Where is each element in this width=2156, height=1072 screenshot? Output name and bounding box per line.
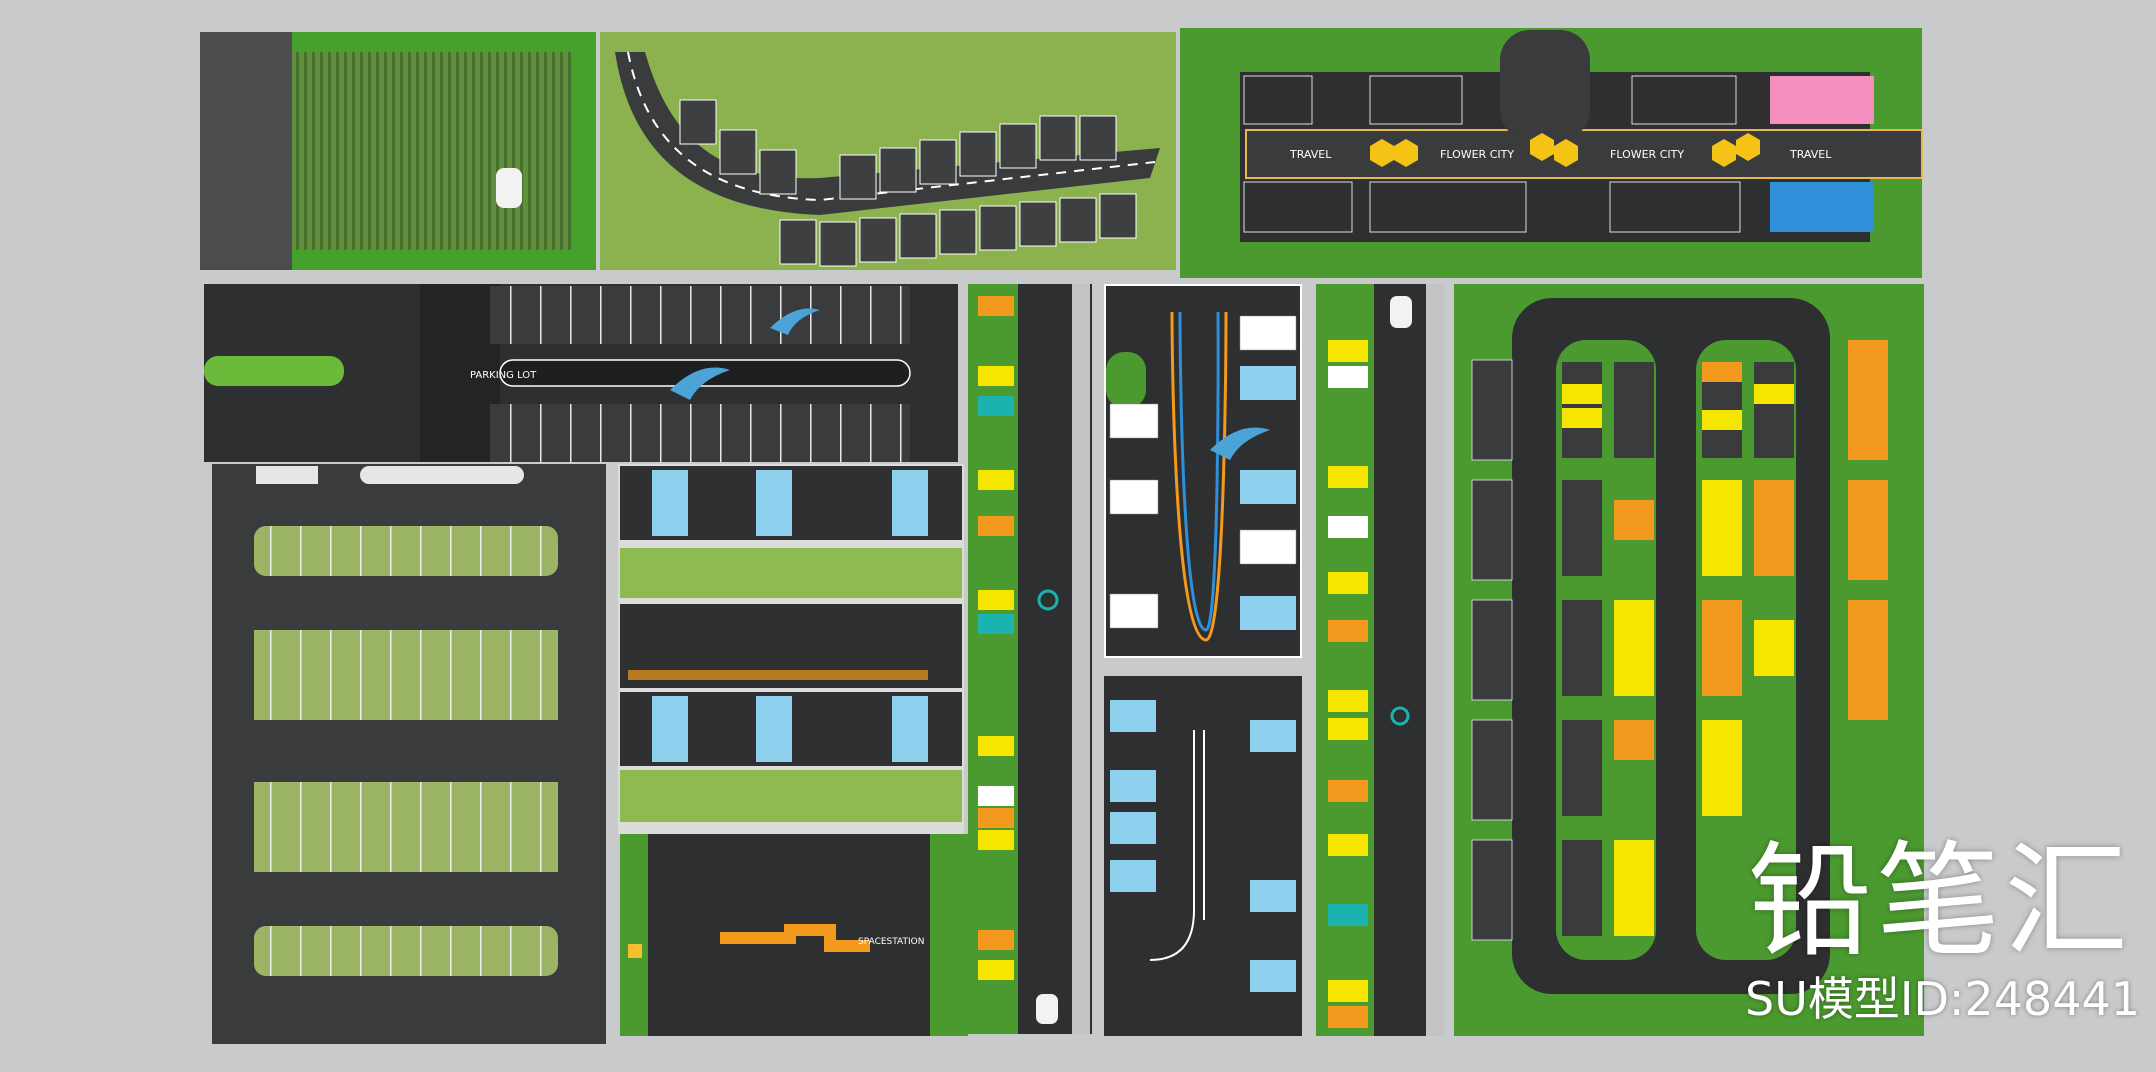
sign-mid-right-text: FLOWER CITY <box>1610 148 1684 161</box>
panel-pattern-stalls <box>618 464 964 834</box>
brand-watermark: 铅笔汇 <box>1747 830 2132 974</box>
panel-grass-lots <box>212 464 606 1044</box>
panel-curved-road <box>600 32 1176 270</box>
whale-icon <box>670 367 730 400</box>
car-icon <box>496 168 522 208</box>
panel-seashell-lot <box>1104 676 1302 1036</box>
panel-colored-lane <box>968 284 1092 1034</box>
panel-whale-lot <box>1104 284 1302 658</box>
sign-left-text: TRAVEL <box>1289 148 1332 161</box>
model-id-label: SU模型ID:248441 <box>1745 972 2140 1026</box>
panel-big-lot <box>1454 284 1924 1036</box>
space-station-label: SPACESTATION <box>858 937 924 947</box>
sign-right-text: TRAVEL <box>1789 148 1832 161</box>
car-icon <box>1390 296 1412 328</box>
panel-space-station: SPACESTATION <box>620 834 968 1036</box>
dolphin-icon <box>1210 427 1270 460</box>
whale-icon <box>770 308 820 335</box>
car-icon <box>1036 994 1058 1024</box>
panel-whale-lane: PARKING LOT <box>204 284 958 462</box>
panel-striped-lawn <box>200 32 596 270</box>
lane-text: PARKING LOT <box>470 370 537 381</box>
panel-right-lane <box>1316 284 1444 1036</box>
sign-mid-left-text: FLOWER CITY <box>1440 148 1514 161</box>
panel-travel-lot: TRAVEL FLOWER CITY FLOWER CITY TRAVEL <box>1180 28 1923 278</box>
